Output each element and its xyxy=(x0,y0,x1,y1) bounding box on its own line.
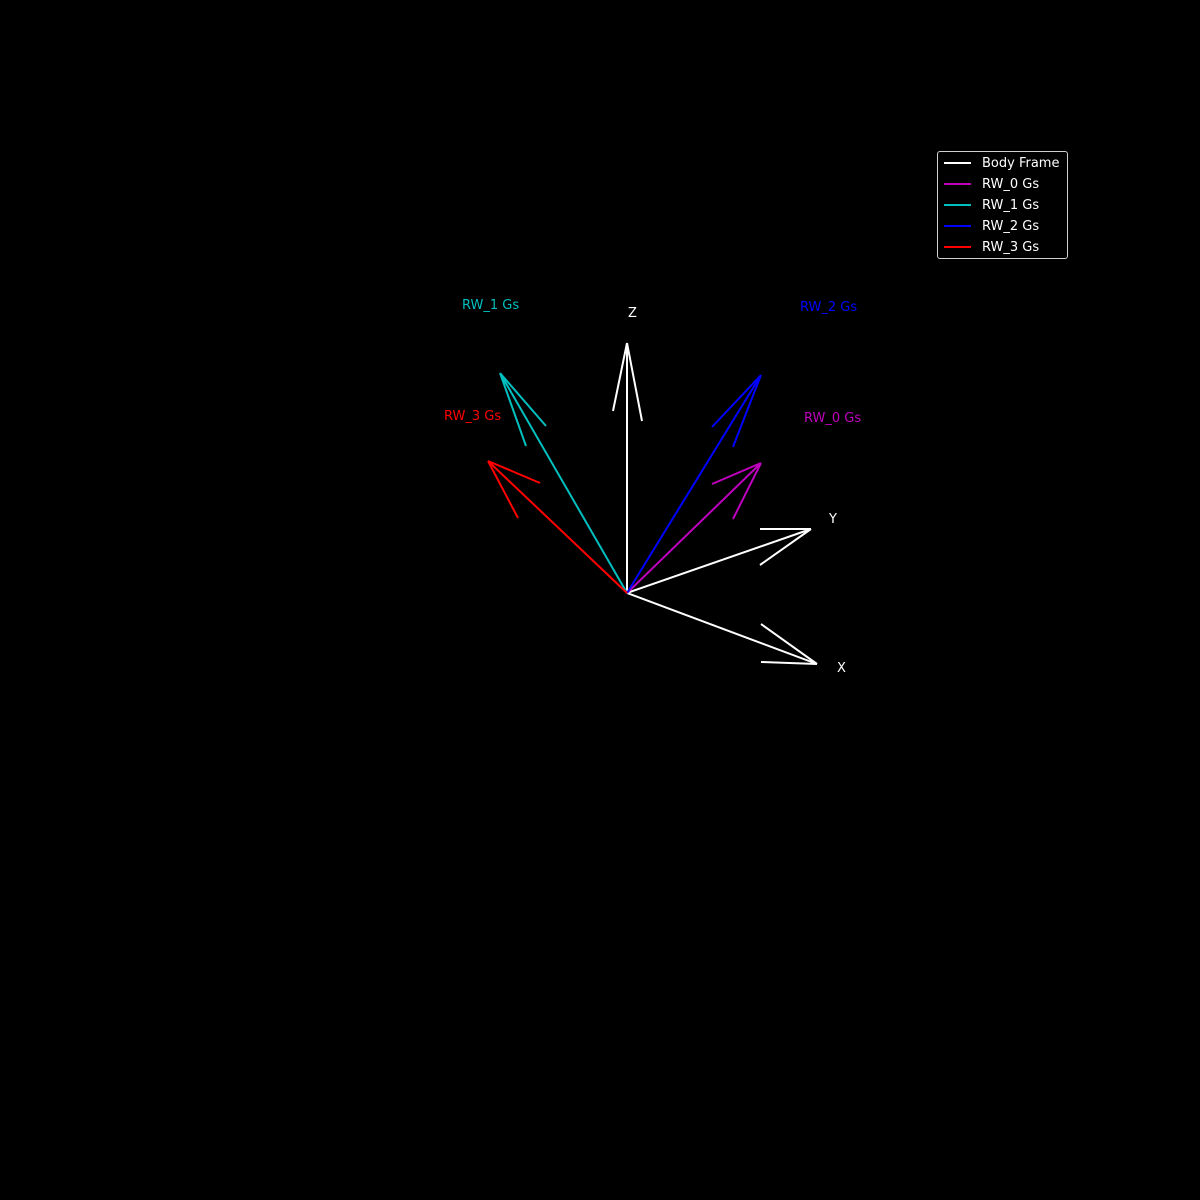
legend: Body Frame RW_0 Gs RW_1 Gs RW_2 Gs RW_3 … xyxy=(937,151,1068,259)
legend-label: RW_2 Gs xyxy=(982,218,1040,234)
y-axis-label: Y xyxy=(828,512,837,527)
legend-swatch xyxy=(944,204,971,206)
legend-label: RW_1 Gs xyxy=(982,197,1040,213)
rw3-vector: RW_3 Gs xyxy=(444,409,628,594)
x-axis-arrow xyxy=(626,592,818,665)
rw2-vector: RW_2 Gs xyxy=(626,300,857,594)
rw2-label: RW_2 Gs xyxy=(800,300,857,315)
legend-label: Body Frame xyxy=(982,155,1060,171)
z-axis-label: Z xyxy=(628,306,637,321)
y-axis-arrow xyxy=(626,528,812,594)
rw3-arrow xyxy=(487,460,628,594)
y-axis-vector: Y xyxy=(626,512,837,594)
rw1-vector: RW_1 Gs xyxy=(462,298,628,594)
rw0-vector: RW_0 Gs xyxy=(626,411,861,594)
x-axis-vector: X xyxy=(626,592,846,676)
rw0-label: RW_0 Gs xyxy=(804,411,861,426)
legend-swatch xyxy=(944,183,971,185)
rw0-arrow xyxy=(626,462,762,594)
legend-swatch xyxy=(944,162,971,164)
rw3-label: RW_3 Gs xyxy=(444,409,501,424)
legend-label: RW_3 Gs xyxy=(982,239,1040,255)
rw2-arrow xyxy=(626,374,762,594)
legend-swatch xyxy=(944,225,971,227)
legend-label: RW_0 Gs xyxy=(982,176,1040,192)
z-axis-arrow xyxy=(612,342,643,593)
x-axis-label: X xyxy=(837,661,846,676)
rw1-label: RW_1 Gs xyxy=(462,298,519,313)
z-axis-vector: Z xyxy=(612,306,643,593)
rw1-arrow xyxy=(499,372,628,594)
legend-swatch xyxy=(944,246,971,248)
